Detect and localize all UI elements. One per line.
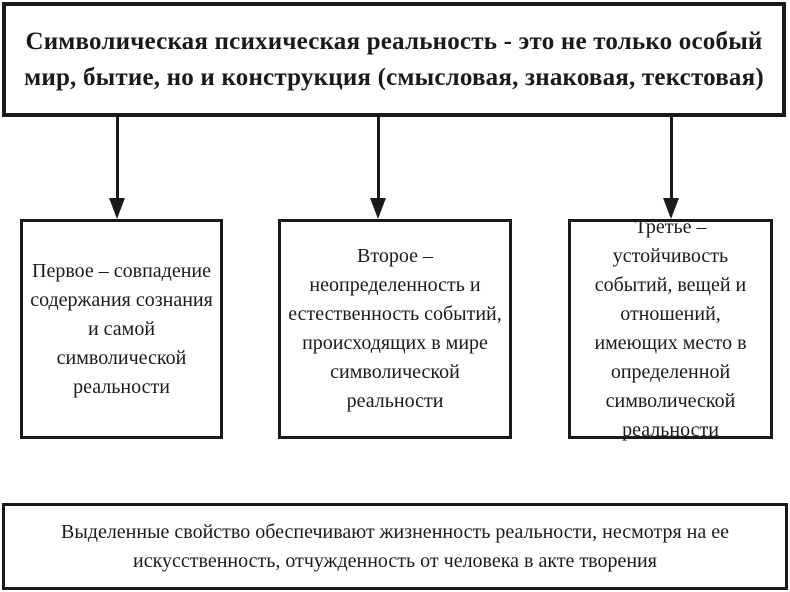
arrow-line <box>377 117 380 200</box>
diagram-title: Символическая психическая реальность - э… <box>24 27 764 91</box>
feature-box-third: Третье – устойчивость событий, вещей и о… <box>568 216 773 441</box>
footer-box: Выделенные свойство обеспечивают жизненн… <box>2 503 788 590</box>
feature-box-label: Второе – неопределенность и естественнос… <box>288 245 502 412</box>
feature-box-label: Третье – устойчивость событий, вещей и о… <box>594 216 747 441</box>
feature-box-first: Первое – совпадение содержания сознания … <box>20 219 223 439</box>
arrow-head <box>109 198 125 219</box>
arrow-head <box>663 198 679 219</box>
footer-text: Выделенные свойство обеспечивают жизненн… <box>60 520 729 572</box>
feature-box-label: Первое – совпадение содержания сознания … <box>30 259 213 398</box>
feature-box-second: Второе – неопределенность и естественнос… <box>278 219 512 439</box>
arrow-line <box>670 117 673 200</box>
header-box: Символическая психическая реальность - э… <box>2 2 786 117</box>
arrow-line <box>116 117 119 200</box>
arrow-head <box>370 198 386 219</box>
